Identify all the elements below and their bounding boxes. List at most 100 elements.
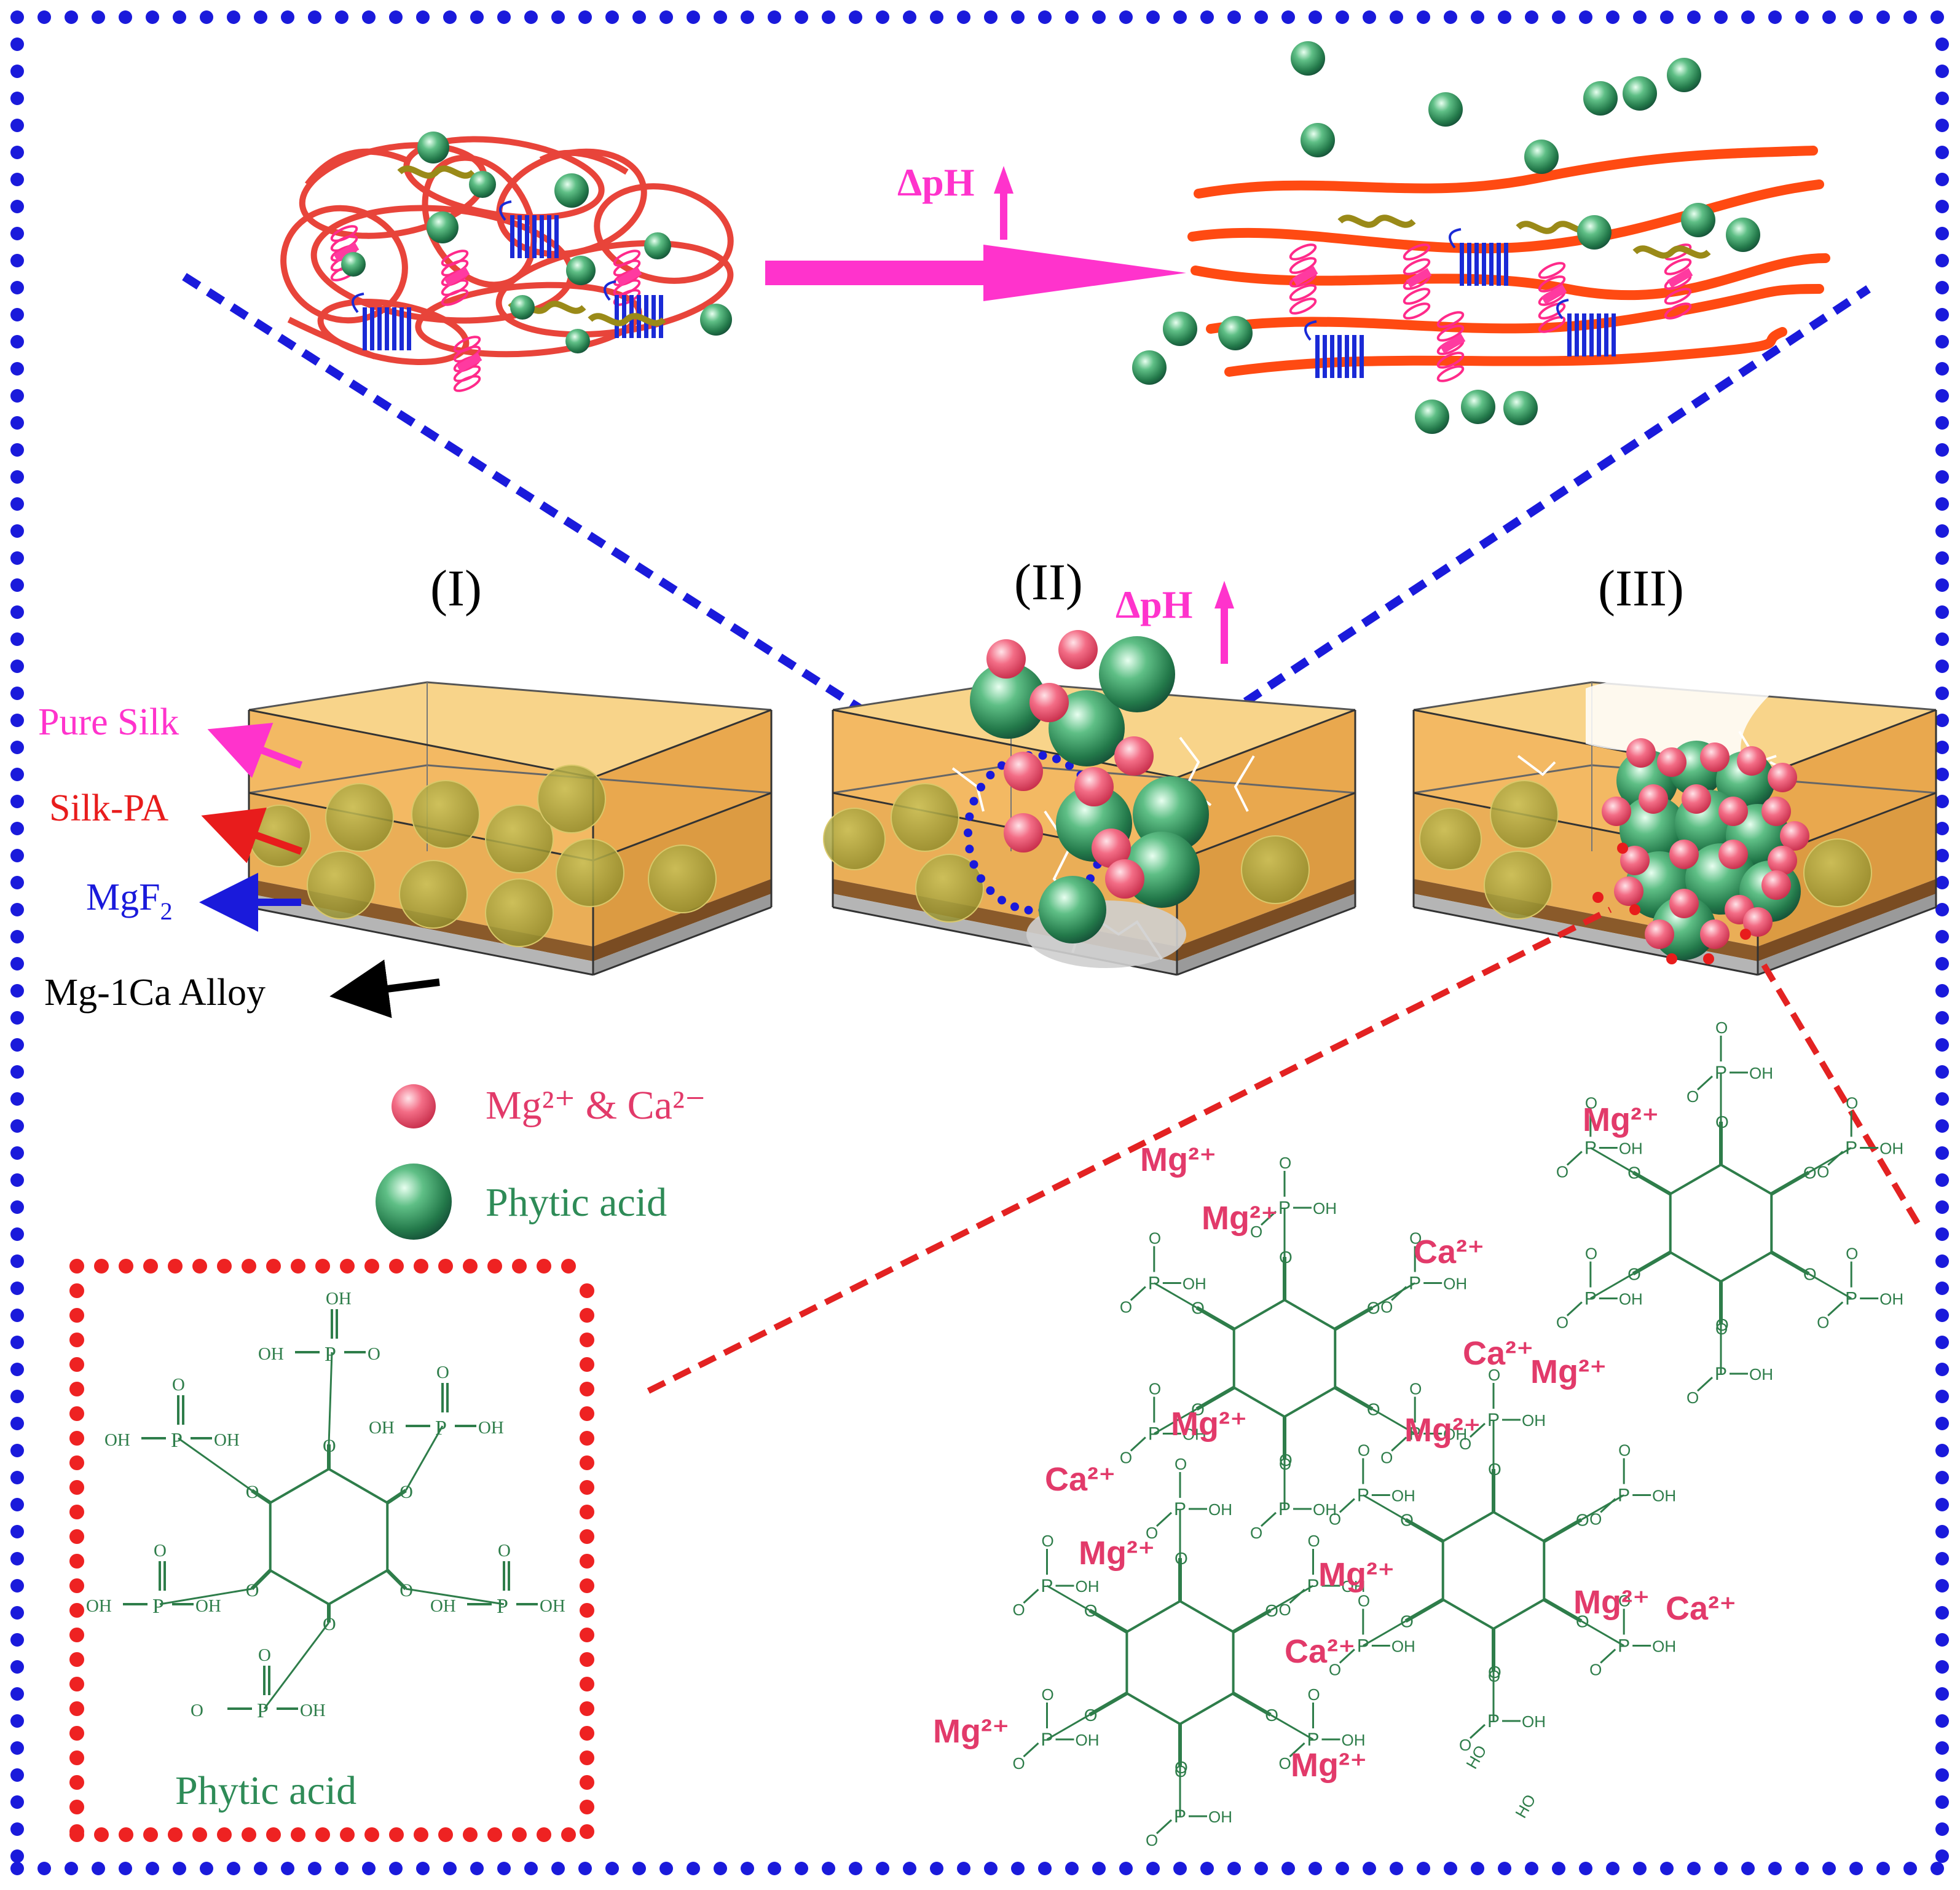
frame-dot (1935, 335, 1949, 348)
frame-dot (1633, 1862, 1647, 1875)
frame-dot (10, 200, 24, 213)
hydroxyl-group: OH (540, 1596, 565, 1616)
frame-dot (1092, 10, 1106, 24)
oxygen-atom: O (1715, 1018, 1728, 1037)
metal-ion-sphere (1004, 813, 1043, 852)
frame-dot (146, 10, 159, 24)
frame-dot (1200, 1862, 1214, 1875)
frame-dot (1498, 1862, 1511, 1875)
frame-dot (849, 1862, 862, 1875)
phosphorus-atom: P (1278, 1499, 1291, 1519)
frame-dot (1935, 1254, 1949, 1268)
callout-line (1761, 963, 1921, 1225)
frame-dot (1525, 10, 1538, 24)
bridge-bond (404, 1425, 444, 1491)
block-edge (1757, 906, 1937, 976)
alpha-helix-icon (453, 336, 482, 392)
frame-dot (1935, 470, 1949, 484)
frame-dot (1935, 1119, 1949, 1133)
delta-ph-label-top: ΔpH (897, 160, 975, 204)
label-mgf2: MgF2 (86, 876, 173, 925)
frame-dot (10, 497, 24, 511)
oxygen-atom: O (1120, 1298, 1132, 1317)
metal-ion-sphere (1058, 630, 1098, 669)
frame-dot (1935, 687, 1949, 700)
single-bond (1289, 1742, 1305, 1758)
random-coil-icon (588, 313, 666, 326)
single-bond (1339, 1648, 1355, 1664)
alpha-helix-icon (1403, 243, 1432, 320)
inset-dot (364, 1259, 379, 1274)
up-arrow-icon (1214, 581, 1234, 664)
inset-dot (168, 1827, 183, 1842)
pure-silk-top-face (249, 682, 771, 778)
phytic-acid-sphere (700, 304, 732, 336)
frame-dot (524, 10, 538, 24)
bridge-oxygen: O (1191, 1299, 1205, 1318)
phytic-acid-sphere (1415, 400, 1449, 434)
metal-ion-sphere (1639, 784, 1668, 814)
stage-1-coating-block (248, 681, 773, 976)
frame-dot (822, 10, 835, 24)
phosphorus-atom: P (1409, 1274, 1421, 1294)
frame-dot (659, 1862, 673, 1875)
oxygen-atom: O (1459, 1435, 1471, 1453)
frame-dot (1119, 10, 1133, 24)
frame-dot (1363, 1862, 1376, 1875)
bridge-oxygen: O (1400, 1511, 1414, 1530)
bridge-oxygen: O (1279, 1248, 1293, 1267)
frame-dot (768, 1862, 781, 1875)
bridge-bond (1270, 1714, 1314, 1741)
inset-dot (69, 1431, 84, 1446)
frame-dot (551, 1862, 565, 1875)
inset-dot (69, 1554, 84, 1569)
embedded-phytic-particle (1419, 808, 1482, 870)
frame-dot (10, 1146, 24, 1160)
frame-dot (1633, 10, 1647, 24)
frame-dot (1935, 65, 1949, 78)
alpha-helix-icon (1289, 243, 1318, 315)
frame-dot (1935, 714, 1949, 727)
frame-dot (92, 10, 105, 24)
frame-dot (1309, 10, 1322, 24)
frame-dot (1935, 1444, 1949, 1457)
mgf2-side-face (1758, 879, 1936, 961)
bridge-oxygen: O (1084, 1706, 1098, 1725)
frame-dot (1011, 10, 1025, 24)
stage-label-2: (II) (1014, 554, 1083, 611)
phytic-acid-sphere (1124, 832, 1200, 908)
phosphorus-atom: P (1307, 1730, 1320, 1750)
inositol-ring (1441, 1510, 1546, 1631)
block-edge (248, 906, 594, 976)
block-edge (248, 709, 594, 779)
frame-dot (10, 524, 24, 538)
frame-dot (578, 10, 592, 24)
phytic-acid-sphere (1681, 203, 1715, 237)
frame-dot (227, 1862, 240, 1875)
inset-dot (389, 1259, 404, 1274)
hydroxyl-group: O (368, 1344, 380, 1364)
frame-dot (1363, 10, 1376, 24)
oxygen-atom: O (1585, 1094, 1597, 1112)
oxygen-atom: O (1175, 1762, 1187, 1781)
single-bond (1023, 1742, 1039, 1758)
ring-bond (251, 1489, 272, 1505)
hydroxyl-group: OH (300, 1701, 326, 1720)
metal-ion-sphere (1761, 797, 1791, 826)
hydroxyl-group: OH (369, 1418, 395, 1438)
frame-dot (308, 1862, 321, 1875)
frame-dot (1935, 1173, 1949, 1187)
frame-dot (470, 1862, 484, 1875)
ion-dot (1592, 892, 1604, 903)
single-bond (1600, 1648, 1616, 1664)
metal-ion-label: Mg²⁺ (1140, 1141, 1216, 1178)
inositol-ring (1125, 1599, 1235, 1726)
frame-dot (1935, 1714, 1949, 1728)
frame-dot (605, 10, 619, 24)
phosphorus-atom: P (1307, 1576, 1320, 1596)
ring-bond (1334, 1385, 1374, 1411)
hydroxyl-group: OH (1522, 1411, 1546, 1430)
bridge-oxygen: O (1191, 1400, 1205, 1419)
ring-bond (1195, 1385, 1235, 1411)
